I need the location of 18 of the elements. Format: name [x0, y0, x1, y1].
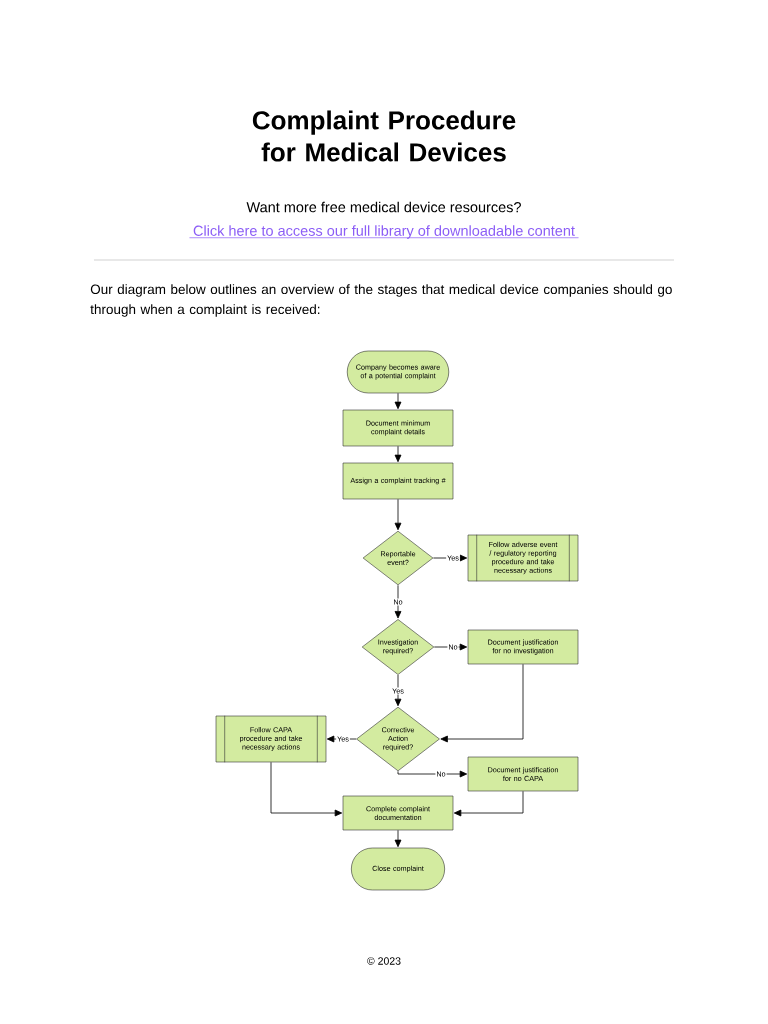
arrow — [394, 445, 402, 463]
arrow — [326, 735, 357, 743]
page-title: Complaint Procedure for Medical Devices — [252, 110, 516, 162]
description-text: Our diagram below outlines an overview of the stages that medical device companies should go through when a complaint is received: — [90, 284, 672, 317]
arrow — [394, 498, 402, 531]
link: Click here to access our full library of downloadable content — [193, 225, 575, 239]
arrow — [433, 643, 468, 651]
arrow — [397, 770, 468, 778]
arrow — [440, 663, 524, 743]
arrow — [432, 554, 468, 562]
footer-text: © 2023 — [367, 957, 401, 965]
intro-text: Want more free medical device resources? — [246, 201, 521, 213]
arrow — [394, 829, 402, 848]
arrow — [394, 674, 402, 707]
arrow — [394, 392, 402, 410]
arrow — [394, 584, 402, 619]
arrow — [453, 790, 524, 817]
arrow — [270, 761, 343, 817]
